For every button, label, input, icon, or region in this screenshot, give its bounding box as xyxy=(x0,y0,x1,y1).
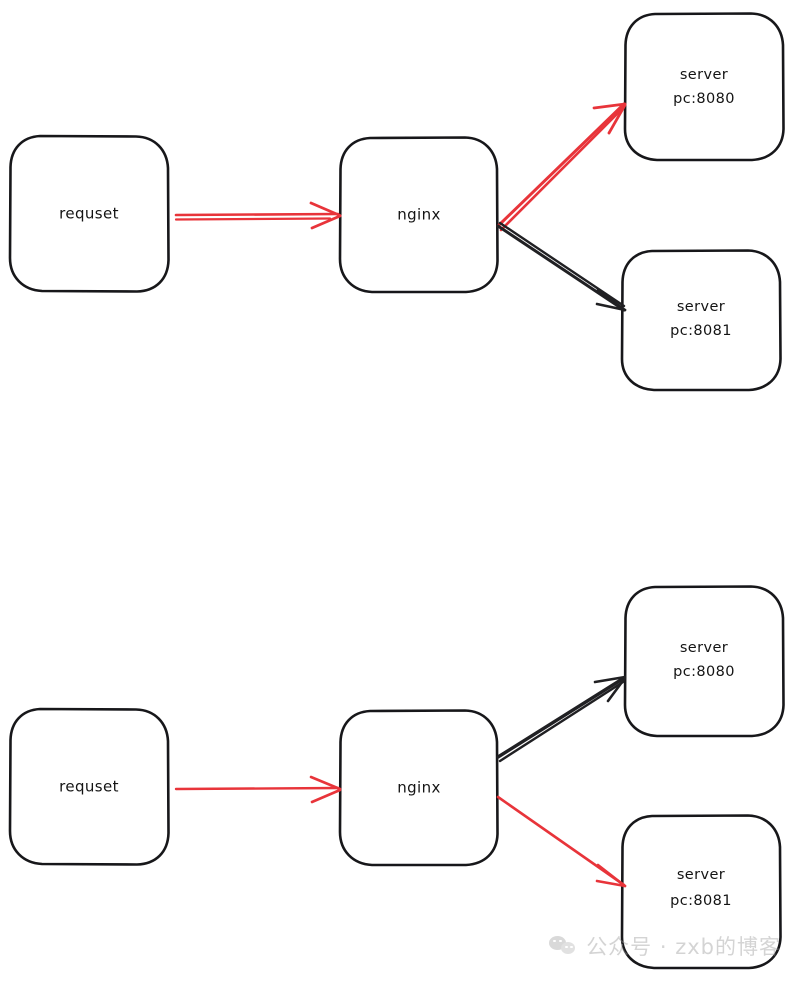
edge-requset-to-nginx-top xyxy=(174,201,342,230)
node-nginx-bottom[interactable]: nginx xyxy=(338,709,499,867)
node-label-server-8081: server xyxy=(677,867,725,883)
node-label-server-8081: server xyxy=(677,299,725,315)
node-label-port-8080: pc:8080 xyxy=(673,664,735,680)
node-shape xyxy=(8,707,170,866)
edge-nginx-to-server-8081-bottom xyxy=(496,795,627,888)
node-shape xyxy=(338,709,499,867)
edge-nginx-to-server-8080-top xyxy=(496,102,627,232)
node-server-8080-top[interactable]: server pc:8080 xyxy=(623,12,785,162)
node-server-8081-bottom[interactable]: server pc:8081 xyxy=(620,814,782,970)
edge-nginx-to-server-8081-top xyxy=(496,221,627,312)
node-label-server-8080: server xyxy=(680,67,728,83)
node-label-requset: requset xyxy=(59,778,119,796)
node-nginx-top[interactable]: nginx xyxy=(338,136,499,294)
node-shape xyxy=(623,12,785,162)
node-requset-top[interactable]: requset xyxy=(8,134,170,293)
node-shape xyxy=(8,134,170,293)
diagram-bottom: requset nginx server pc:8080 server pc:8… xyxy=(8,585,785,970)
node-shape xyxy=(620,814,782,970)
node-shape xyxy=(338,136,499,294)
node-label-port-8081: pc:8081 xyxy=(670,893,732,909)
node-requset-bottom[interactable]: requset xyxy=(8,707,170,866)
node-label-server-8080: server xyxy=(680,640,728,656)
node-shape xyxy=(620,249,782,392)
node-label-port-8081: pc:8081 xyxy=(670,323,732,339)
node-label-port-8080: pc:8080 xyxy=(673,91,735,107)
node-label-nginx: nginx xyxy=(397,779,441,797)
node-label-nginx: nginx xyxy=(397,206,441,224)
edge-requset-to-nginx-bottom xyxy=(174,775,342,804)
node-shape xyxy=(623,585,785,738)
node-label-requset: requset xyxy=(59,205,119,223)
node-server-8081-top[interactable]: server pc:8081 xyxy=(620,249,782,392)
edge-nginx-to-server-8080-bottom xyxy=(496,675,627,763)
node-server-8080-bottom[interactable]: server pc:8080 xyxy=(623,585,785,738)
diagram-top: requset nginx server pc:8080 server pc:8… xyxy=(8,12,785,392)
